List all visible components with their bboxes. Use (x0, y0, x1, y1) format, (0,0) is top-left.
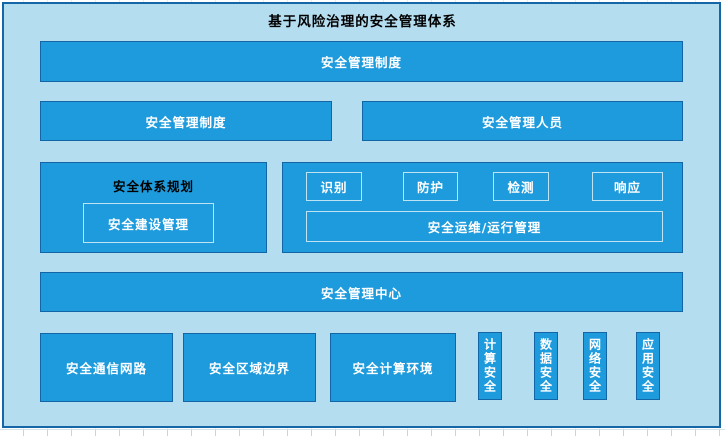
system-planning-title: 安全体系规划 (112, 179, 194, 194)
construction-management-box: 安全建设管理 (83, 203, 214, 243)
network-security-box: 网络安全 (583, 332, 607, 400)
computing-environment-box: 安全计算环境 (330, 333, 456, 402)
step-box-protect: 防护 (403, 172, 458, 201)
data-security-box: 数据安全 (534, 332, 558, 400)
management-institution-top-bar: 安全管理制度 (40, 41, 683, 82)
computing-security-box: 计算安全 (478, 332, 502, 400)
management-personnel-box: 安全管理人员 (362, 101, 683, 141)
communication-network-box: 安全通信网路 (40, 333, 173, 402)
diagram-title: 基于风险治理的安全管理体系 (268, 14, 457, 30)
operations-management-bar: 安全运维/运行管理 (306, 211, 663, 242)
step-box-respond: 响应 (592, 172, 663, 201)
step-box-detect: 检测 (493, 172, 549, 201)
spreadsheet-grid-strip (0, 429, 725, 436)
step-box-identify: 识别 (306, 172, 362, 201)
management-institution-box: 安全管理制度 (40, 101, 332, 141)
area-boundary-box: 安全区域边界 (183, 333, 316, 402)
application-security-box: 应用安全 (636, 332, 660, 400)
security-management-center-bar: 安全管理中心 (40, 272, 683, 312)
